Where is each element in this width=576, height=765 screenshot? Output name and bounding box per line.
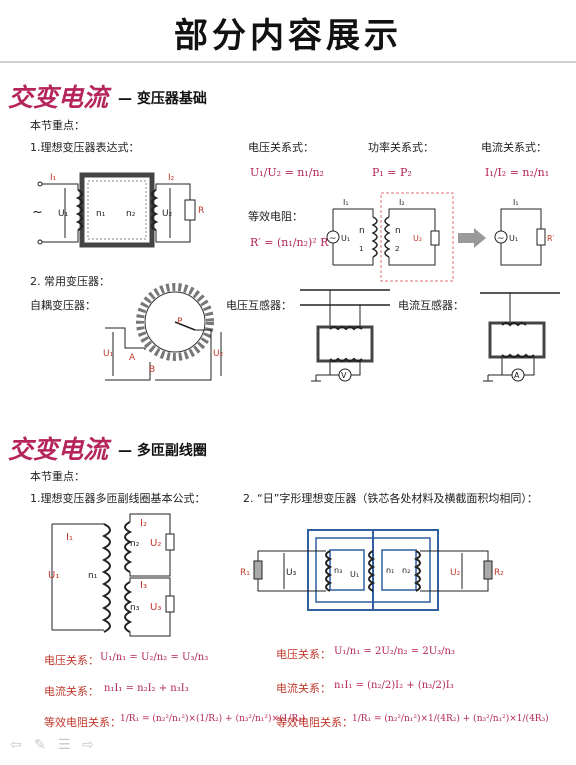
mw-label-I2: I₂ — [140, 518, 147, 529]
svg-text:~: ~ — [497, 234, 505, 244]
ri-label-U2: U₂ — [450, 568, 461, 578]
menu-icon[interactable]: ☰ — [58, 737, 71, 753]
autotransformer-diagram: U₁ U₂ A B P — [103, 283, 224, 381]
svg-text:~: ~ — [329, 234, 337, 244]
mw-label-U3: U₃ — [150, 602, 161, 613]
vt-label-V: V — [341, 371, 347, 380]
current-relation-label: 电流关系式： — [481, 141, 547, 154]
right-resistance-formula: 1/R₁ = (n₂²/n₁²)×1/(4R₂) + (n₃²/n₁²)×1/(… — [352, 714, 549, 724]
power-relation-label: 功率关系式： — [368, 141, 434, 154]
pen-icon[interactable]: ✎ — [34, 737, 46, 753]
label-U1: U₁ — [58, 209, 69, 219]
mw-label-U2: U₂ — [150, 538, 161, 549]
section2-heading: — 多匝副线圈 — [118, 443, 207, 459]
ri-label-U1: U₁ — [350, 570, 359, 579]
eq-label-U1: U₁ — [341, 234, 350, 243]
current-transformer-label: 电流互感器： — [398, 299, 464, 312]
mw-label-n2: n₂ — [130, 539, 140, 549]
left-current-label: 电流关系： — [44, 685, 99, 698]
section1-key-points: 本节重点： — [30, 119, 85, 132]
power-formula: P₁ = P₂ — [372, 166, 412, 179]
svg-text:~: ~ — [32, 205, 43, 220]
section1-point1: 1.理想变压器表达式： — [30, 141, 140, 154]
red-label-Rp: R′ — [547, 234, 555, 243]
left-voltage-label: 电压关系： — [44, 654, 99, 667]
auto-transformer-label: 自耦变压器： — [30, 299, 96, 312]
label-n2: n₂ — [126, 209, 136, 219]
eq-label-U2: U₂ — [413, 234, 422, 243]
ri-label-R1: R₁ — [240, 568, 250, 578]
arrow-right-icon[interactable]: ⇨ — [82, 737, 94, 753]
mw-label-n1: n₁ — [88, 571, 98, 581]
auto-label-U1: U₁ — [103, 349, 114, 359]
section2-key-points: 本节重点： — [30, 470, 85, 483]
voltage-transformer-diagram: V — [300, 289, 390, 382]
left-resistance-label: 等效电阻关系： — [44, 716, 121, 729]
multi-winding-diagram: I₁ U₁ n₁ I₂ n₂ U₂ I₃ n₃ U₃ — [48, 513, 175, 637]
ri-label-R2: R₂ — [494, 568, 504, 578]
eq-label-1: 1 — [359, 245, 363, 253]
equivalent-resistance-label: 等效电阻： — [248, 210, 303, 223]
right-current-label: 电流关系： — [276, 682, 331, 695]
section2-point1: 1.理想变压器多匝副线圈基本公式： — [30, 492, 206, 505]
title-divider — [0, 61, 576, 63]
label-R: R — [198, 206, 204, 216]
section1-brand: 交变电流 — [8, 83, 109, 112]
red-label-U1: U₁ — [509, 234, 518, 243]
left-resistance-formula: 1/R₁ = (n₂²/n₁²)×(1/R₂) + (n₃²/n₁²)×(1/R… — [120, 714, 306, 724]
ri-shaped-transformer-diagram: R₁ U₃ n₃ U₁ n₁ n₂ U₂ R₂ — [240, 529, 504, 611]
section1-point2: 2. 常用变压器： — [30, 275, 110, 288]
ideal-transformer-diagram: ~ I₁ I₂ U₁ U₂ n₁ n₂ R — [32, 172, 204, 248]
label-I2: I₂ — [168, 173, 175, 183]
eq-label-n-right: n — [395, 226, 401, 236]
auto-label-P: P — [177, 317, 183, 327]
voltage-relation-label: 电压关系式： — [248, 141, 314, 154]
mw-label-U1: U₁ — [48, 570, 59, 581]
eq-label-I1: I₁ — [343, 198, 349, 207]
section1-heading: — 变压器基础 — [118, 91, 207, 107]
voltage-transformer-label: 电压互感器： — [226, 299, 292, 312]
voltage-formula: U₁/U₂ = n₁/n₂ — [250, 166, 324, 179]
right-voltage-formula: U₁/n₁ = 2U₂/n₂ = 2U₃/n₃ — [334, 646, 455, 657]
label-I1: I₁ — [50, 173, 57, 183]
arrow-right-equivalent-icon — [458, 228, 486, 248]
left-current-formula: n₁I₁ = n₂I₂ + n₃I₃ — [104, 683, 189, 694]
mw-label-I1: I₁ — [66, 532, 73, 543]
ct-label-A: A — [514, 371, 520, 380]
auto-label-U2: U₂ — [213, 349, 224, 359]
current-formula: I₁/I₂ = n₂/n₁ — [485, 166, 550, 179]
eq-label-2: 2 — [395, 245, 399, 253]
section2-point2: 2. “日”字形理想变压器（铁芯各处材料及横截面积均相同）： — [243, 492, 538, 505]
eq-label-I2: I₂ — [399, 198, 405, 207]
label-U2: U₂ — [162, 209, 173, 219]
ri-label-U3: U₃ — [286, 568, 297, 578]
reduced-circuit-diagram: ~ U₁ I₁ R′ — [494, 198, 555, 266]
mw-label-n3: n₃ — [130, 603, 140, 613]
left-voltage-formula: U₁/n₁ = U₂/n₂ = U₃/n₃ — [100, 652, 209, 663]
mw-label-I3: I₃ — [140, 580, 147, 591]
current-transformer-diagram: A — [480, 292, 560, 382]
right-resistance-label: 等效电阻关系： — [276, 716, 353, 729]
red-label-I1: I₁ — [513, 198, 519, 207]
section2-brand: 交变电流 — [8, 435, 109, 464]
eq-label-n-left: n — [359, 226, 365, 236]
arrow-left-icon[interactable]: ⇦ — [10, 737, 22, 753]
equivalent-resistance-formula: R′ = (n₁/n₂)² R — [250, 236, 329, 249]
equivalent-circuit-diagram: ~ U₁ I₁ I₂ U₂ n 1 n 2 — [326, 192, 454, 282]
auto-label-B: B — [149, 365, 155, 375]
ri-label-n1: n₁ — [386, 566, 394, 575]
ri-label-n3: n₃ — [334, 566, 342, 575]
ri-label-n2: n₂ — [402, 566, 410, 575]
auto-label-A: A — [129, 353, 136, 363]
page-title: 部分内容展示 — [174, 16, 402, 56]
right-current-formula: n₁I₁ = (n₂/2)I₂ + (n₃/2)I₃ — [334, 680, 454, 691]
label-n1: n₁ — [96, 209, 106, 219]
right-voltage-label: 电压关系： — [276, 648, 331, 661]
